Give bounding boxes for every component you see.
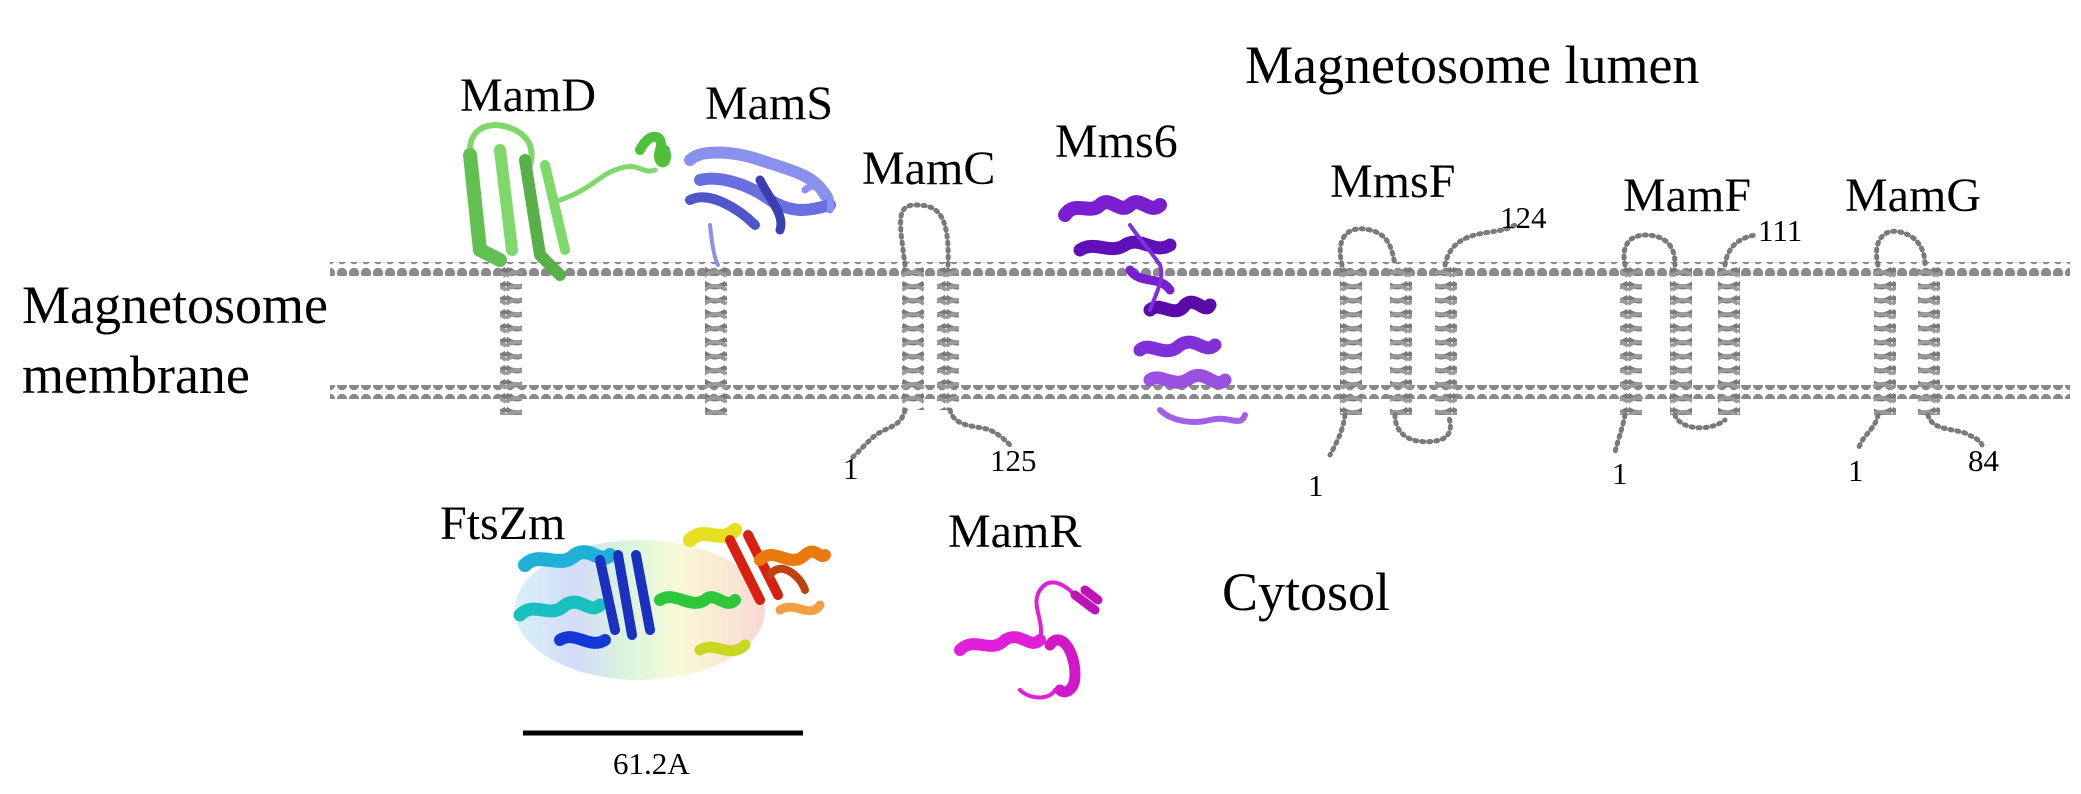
mamf-helix-3 (1718, 265, 1740, 415)
mmsf-helix-3 (1435, 265, 1457, 415)
mmsf-c-term (1442, 222, 1518, 268)
mamf-loop-1 (1621, 232, 1678, 268)
mamg-helix-2 (1918, 265, 1940, 415)
mamd-structure (463, 122, 671, 281)
mamr-structure (954, 580, 1103, 700)
mams-helix (705, 265, 727, 415)
mamg-label: MamG (1845, 169, 1981, 222)
mmsf-helix-2 (1390, 265, 1412, 415)
ftszm-structure (513, 523, 831, 680)
mamr-label: MamR (948, 505, 1082, 558)
mmsf-n-term (1327, 412, 1348, 458)
mamf-c-term (1722, 232, 1758, 268)
mamg-start-residue: 1 (1848, 453, 1864, 488)
mamc-end-residue: 125 (990, 443, 1037, 478)
mmsf-loop-1 (1337, 226, 1398, 268)
mamc-helix-2 (937, 265, 959, 410)
mamf-label: MamF (1623, 169, 1752, 222)
mmsf-helix-1 (1340, 265, 1362, 415)
mamf-loop-2 (1672, 412, 1728, 431)
mamg-end-residue: 84 (1968, 443, 1999, 478)
mmsf-start-residue: 1 (1308, 468, 1324, 503)
mamd-label: MamD (460, 69, 596, 122)
mamg-n-term (1855, 412, 1881, 453)
scale-bar-label: 61.2A (613, 746, 690, 781)
mmsf-end-residue: 124 (1500, 200, 1547, 235)
transmembrane-helices (500, 265, 1940, 415)
mamc-n-term (847, 407, 908, 463)
mamc-helix-1 (902, 265, 924, 410)
loops (847, 202, 1985, 463)
mamg-loop (1874, 228, 1928, 268)
mamg-helix-1 (1874, 265, 1896, 415)
mamd-helix (500, 265, 522, 415)
mamc-c-term (947, 407, 1013, 448)
mamf-helix-2 (1670, 265, 1692, 415)
mamc-start-residue: 1 (843, 451, 859, 486)
mmsf-label: MmsF (1330, 155, 1456, 208)
mamc-loop (898, 202, 951, 268)
mms6-label: Mms6 (1055, 115, 1178, 168)
mamf-start-residue: 1 (1612, 456, 1628, 491)
membrane-label-line1: Magnetosome (22, 275, 328, 335)
cytosol-label: Cytosol (1222, 562, 1391, 622)
ftszm-label: FtsZm (440, 497, 566, 550)
mamf-n-term (1612, 412, 1628, 455)
lumen-label: Magnetosome lumen (1245, 35, 1700, 95)
mamc-label: MamC (862, 142, 996, 195)
mamf-end-residue: 111 (1758, 213, 1803, 248)
mams-label: MamS (705, 77, 834, 130)
mamf-helix-1 (1620, 265, 1642, 415)
membrane-lower-leaflet (330, 385, 2070, 399)
mmsf-loop-2 (1392, 412, 1453, 445)
mams-structure (684, 146, 836, 267)
membrane-label-line2: membrane (22, 345, 250, 405)
mamg-c-term (1925, 412, 1985, 448)
mms6-structure (1058, 195, 1248, 425)
membrane-upper-leaflet (330, 262, 2070, 276)
